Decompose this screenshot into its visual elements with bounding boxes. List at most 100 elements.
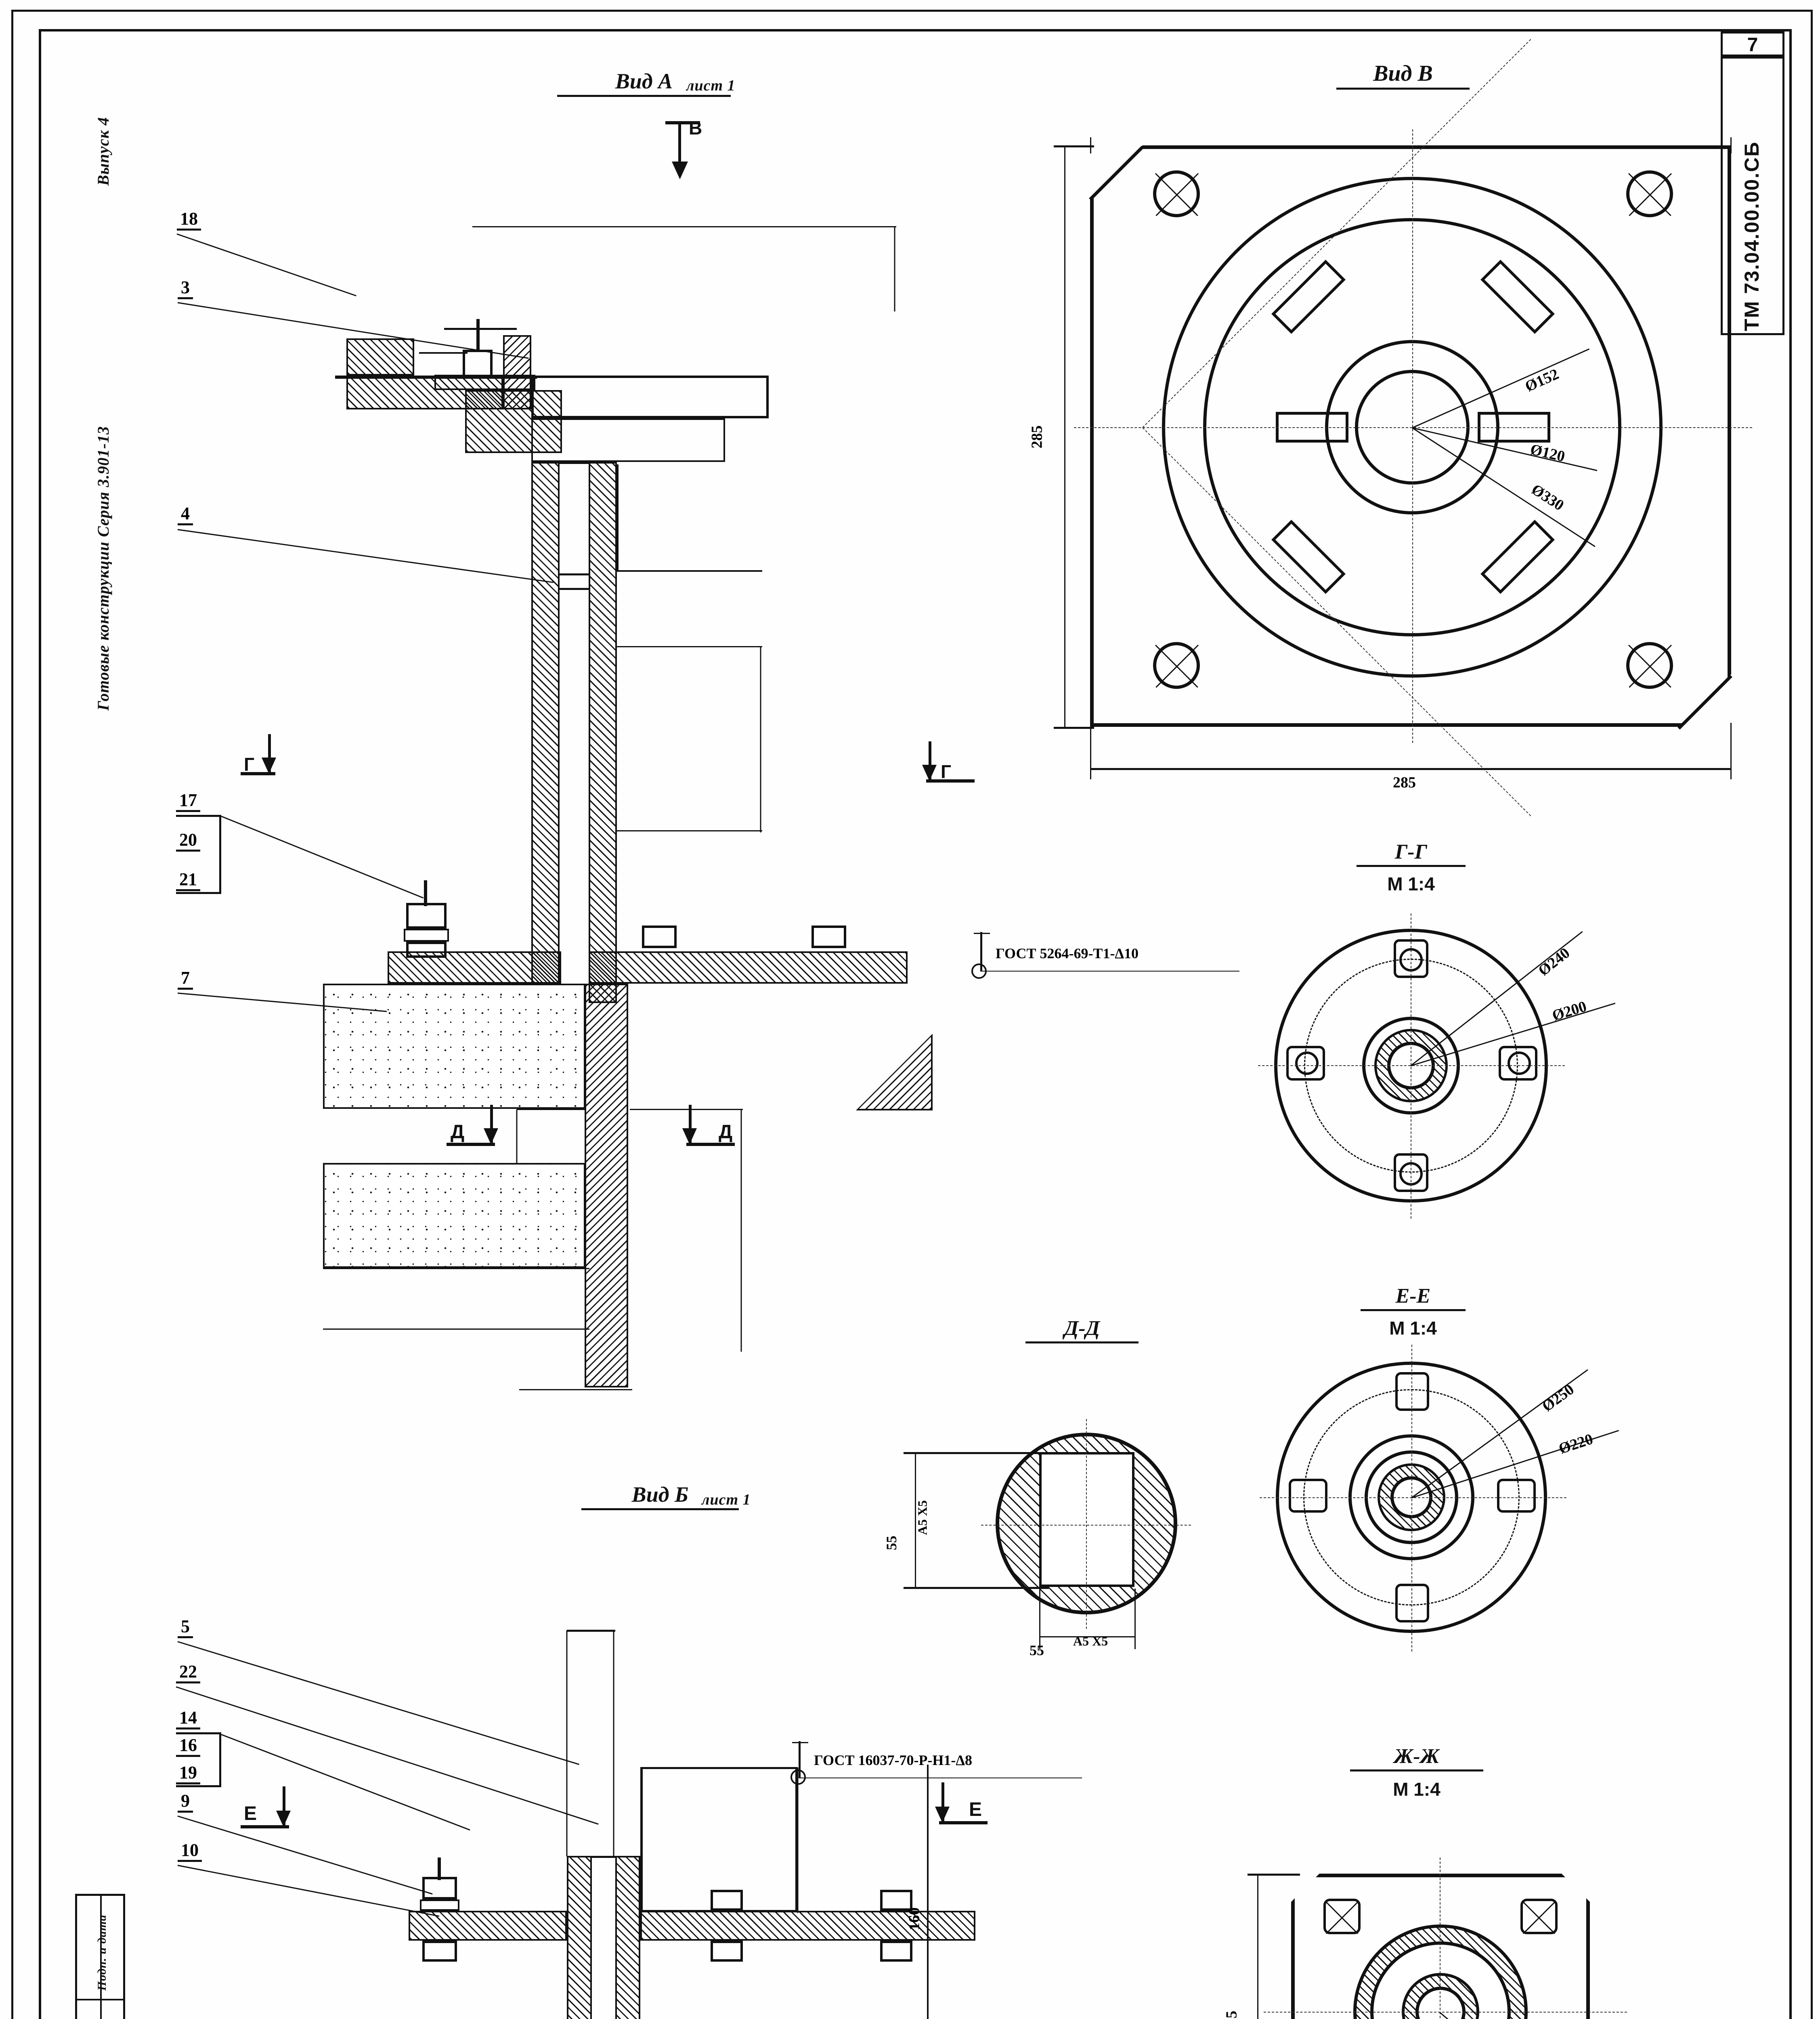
sheet-border-outer [11,10,1813,2019]
weld-note-2-tick [792,1742,808,1743]
zh-hex-tl [1323,1899,1361,1934]
va-bolt-head-2 [642,926,677,948]
va-top-edge [335,376,537,379]
va-column-joint-2 [560,588,589,590]
balloon-14: 14 [176,1709,200,1729]
weld-note-2-stem [799,1741,801,1778]
vb-bolt-head-2 [711,1890,743,1911]
va-column-joint-1 [560,573,589,575]
section-arrow-head-d-right [682,1128,697,1144]
vb-flange-right [640,1911,975,1941]
ee-hex-right [1497,1479,1536,1513]
dd-dim-vertical: 55 [883,1536,900,1550]
vv-ext-tr [1730,137,1732,153]
zh-ext-top [1248,1874,1300,1876]
view-scale-gg: М 1:4 [1387,873,1435,894]
va-slab-edge-1 [517,1109,585,1110]
section-arrow-head-g-right [922,765,937,781]
va-base-plate-left [388,951,561,984]
section-arrow-stem-g-left [268,734,271,773]
vb-top-cap [567,1630,615,1632]
view-title-vid-b: Вид Б [581,1482,739,1510]
corner-sheet-number: 7 [1747,34,1758,56]
va-slab-bottom [323,1268,589,1269]
va-part-18 [346,338,414,376]
vb-washer-1 [420,1899,459,1911]
vb-nut-3 [880,1941,912,1962]
zh-centerline-h [1264,2012,1627,2013]
va-top-cap-side [419,352,468,354]
va-sleeve-lower-right [760,646,761,833]
va-sleeve-lower [617,646,762,647]
weld-note-1-text: ГОСТ 5264-69-Т1-Δ10 [996,945,1139,961]
gg-hex-right [1499,1046,1537,1081]
va-phantom-top [472,226,896,227]
va-sleeve-outer [617,464,762,572]
va-stud-1 [424,880,427,906]
dd-dimline-left [915,1452,916,1587]
view-scale-zhzh: М 1:4 [1393,1779,1440,1800]
vv-centerline-v [1412,129,1413,743]
balloon-5: 5 [178,1618,193,1638]
vb-column-right [615,1856,640,2019]
section-arrow-head-g-left [262,758,276,774]
left-margin-series: Готовые конструкции Серия 3.901-13 [94,426,112,711]
vv-hole-br [1626,642,1673,689]
view-title-ee: Е-Е [1361,1284,1466,1311]
view-suffix-vid-b: лист 1 [702,1491,751,1508]
balloon-19: 19 [176,1764,200,1784]
vb-dim-160-line [927,1765,929,2019]
view-title-dd: Д-Д [1025,1316,1139,1343]
dd-ext-top [904,1452,1049,1454]
dd-dimline-bottom [1039,1636,1134,1637]
sheet-border-inner [39,29,1792,2019]
balloon-group-bracket-17 [176,815,221,894]
balloon-group-bracket-14 [176,1732,221,1787]
section-arrow-head-e-right [935,1807,950,1823]
section-arrow-stem-e-right [941,1782,944,1822]
vv-dim-width: 285 [1393,774,1416,791]
gg-hex-left-circle [1295,1051,1319,1075]
view-title-vid-a: Вид А [557,69,731,97]
weld-note-2-text: ГОСТ 16037-70-Р-Н1-Δ8 [814,1752,972,1768]
balloon-9: 9 [178,1792,193,1813]
left-margin-issue: Выпуск 4 [94,117,112,186]
left-margin-label-4: Подп. и дата [95,1914,109,1991]
view-title-gg: Г-Г [1357,840,1466,867]
dd-ext-bl [1039,1589,1040,1649]
section-arrow-line-e-left [241,1825,289,1828]
vb-stud-1 [438,1857,441,1880]
va-column-right-wall [589,462,617,1003]
section-arrow-stem-e-left [283,1786,285,1826]
balloon-16: 16 [176,1736,200,1757]
dd-square-key [1039,1452,1134,1587]
vv-dimline-bottom [1090,768,1731,770]
va-column-cap [560,462,589,464]
left-margin-divider [100,1894,102,2019]
right-margin-designation-box [1721,57,1784,335]
section-arrow-label-g-left: Г [244,754,255,775]
section-arrow-stem-v [678,121,681,169]
weld-note-2-symbol [790,1769,806,1785]
va-concrete-lower [323,1163,585,1268]
balloon-4: 4 [178,505,193,525]
va-top-cap [444,328,517,330]
balloon-18: 18 [177,210,201,231]
va-hub [465,390,562,453]
vb-column-left [567,1856,592,2019]
ee-hex-left [1289,1479,1327,1513]
vv-hole-tr [1626,170,1673,217]
view-scale-ee: М 1:4 [1389,1318,1437,1339]
dd-ext-br [1134,1589,1136,1649]
section-arrow-stem-d-right [689,1105,692,1144]
balloon-3: 3 [178,279,193,299]
va-sleeve-bottom [617,830,762,831]
weld-note-1-stem [980,932,982,972]
view-title-zhzh: Ж-Ж [1350,1744,1483,1771]
vb-housing-right [797,1767,799,1913]
gg-hex-left [1286,1046,1325,1081]
va-base-plate-right [589,951,908,984]
section-arrow-line-e-right [939,1821,988,1824]
weld-note-1-tick [974,933,990,934]
